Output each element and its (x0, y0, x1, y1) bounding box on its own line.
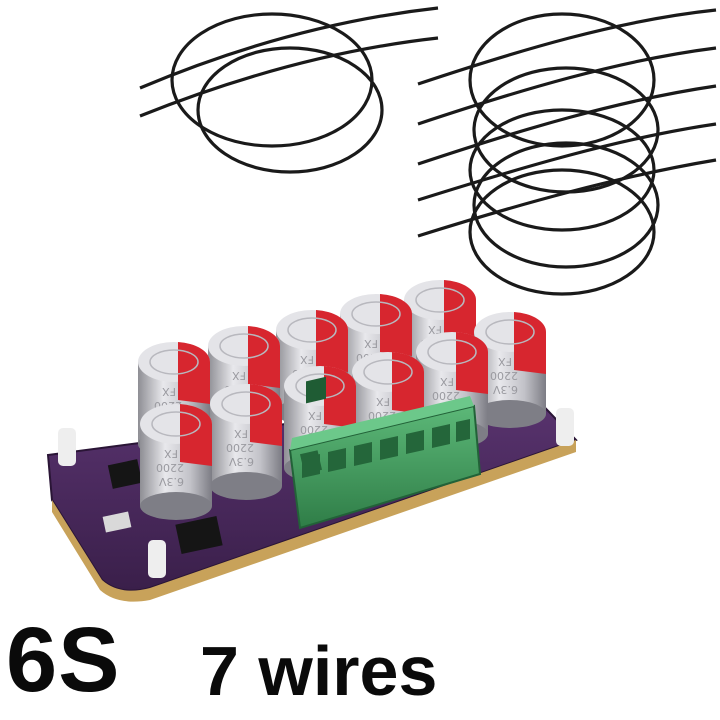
wire (417, 46, 717, 126)
ic-chip (107, 459, 143, 489)
wire (417, 84, 717, 166)
standoff (556, 408, 574, 446)
wire-loop (468, 108, 656, 232)
series-label: 6S (6, 609, 121, 711)
terminal-slots (302, 419, 470, 478)
capacitor (209, 383, 283, 501)
switch (102, 511, 132, 533)
pcb-edge (52, 440, 576, 602)
wire-loop (468, 168, 656, 296)
standoff (58, 428, 76, 466)
wire-loop (468, 12, 656, 148)
wire (139, 36, 439, 118)
standoff (148, 540, 166, 578)
wire-loop (472, 141, 660, 269)
wire-loop (196, 46, 384, 174)
terminal-block (288, 376, 482, 530)
wire (417, 8, 717, 86)
capacitor (139, 403, 213, 521)
ic-chip (175, 515, 223, 555)
wire-count-label: 7 wires (200, 632, 438, 710)
wire-bundle-right (417, 8, 717, 296)
wire-bundle-left (139, 6, 439, 174)
wire (139, 6, 439, 90)
wire (417, 122, 717, 202)
wire-loop (472, 66, 660, 194)
